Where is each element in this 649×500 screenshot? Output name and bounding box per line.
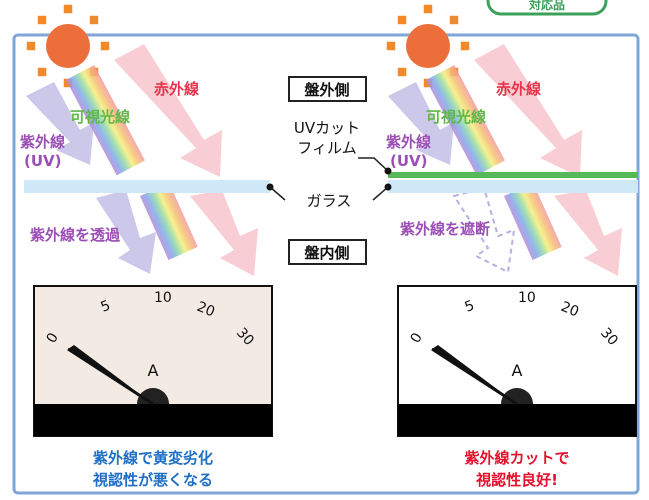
left-meter-unit: A	[148, 361, 159, 380]
film-label-line1: UVカット	[294, 119, 360, 137]
right-caption-line1: 紫外線カットで	[464, 449, 569, 467]
glass-label-group: ガラス	[266, 183, 392, 210]
left-caption-line2: 視認性が悪くなる	[92, 471, 213, 489]
uv-cut-film	[388, 172, 638, 178]
top-badge-label: 対応品	[528, 0, 565, 12]
left-uv-label-line1: 紫外線	[20, 133, 65, 151]
right-visible-arrow-outside	[426, 64, 505, 176]
right-visible-label: 可視光線	[426, 108, 486, 126]
glass-label: ガラス	[307, 192, 352, 210]
film-leader-line	[358, 157, 389, 172]
top-badge: 対応品	[486, 0, 608, 16]
right-uv-label-line1: 紫外線	[386, 133, 431, 151]
right-glass-pane	[388, 180, 638, 193]
left-infrared-label: 赤外線	[154, 80, 199, 98]
left-infrared-arrow-inside	[190, 190, 258, 276]
left-meter-tick-10: 10	[154, 290, 172, 306]
right-infrared-arrow-inside	[554, 190, 622, 276]
inside-label-box: 盤内側	[288, 239, 367, 265]
right-caption-line2: 視認性良好!	[475, 471, 558, 489]
left-glass-pane	[24, 180, 270, 193]
left-uv-label-line2: (UV)	[24, 152, 62, 170]
right-uv-note: 紫外線を遮断	[400, 220, 490, 238]
film-label-line2: フィルム	[297, 139, 356, 157]
left-meter-tick-20: 20	[195, 299, 218, 321]
sun-icon	[386, 4, 470, 88]
left-uv-arrow-inside	[96, 190, 156, 274]
right-meter-tick-10: 10	[518, 290, 536, 306]
right-uv-label-line2: (UV)	[390, 152, 428, 170]
inside-label: 盤内側	[303, 244, 349, 262]
right-uv-arrow-outside	[388, 82, 454, 165]
left-visible-label: 可視光線	[70, 108, 130, 126]
right-infrared-label: 赤外線	[496, 80, 541, 98]
left-visible-arrow-inside	[140, 182, 198, 260]
left-ammeter: 0 5 10 20 30 A	[33, 285, 273, 437]
outside-label: 盤外側	[303, 81, 349, 99]
film-leader-dot	[384, 167, 392, 175]
left-infrared-arrow-outside	[114, 44, 222, 177]
outer-frame	[12, 33, 640, 495]
right-uv-blocked-arrow	[452, 186, 516, 274]
left-caption-line1: 紫外線で黄変劣化	[93, 449, 213, 467]
right-meter-unit: A	[512, 361, 523, 380]
right-infrared-arrow-outside	[474, 44, 582, 177]
right-visible-arrow-inside	[504, 182, 562, 260]
left-uv-note: 紫外線を透過	[30, 226, 121, 244]
left-visible-arrow-outside	[66, 64, 145, 176]
right-ammeter: 0 5 10 20 30 A	[397, 285, 637, 437]
left-uv-arrow-outside	[26, 82, 94, 165]
outside-label-box: 盤外側	[288, 76, 367, 102]
right-meter-tick-20: 20	[559, 299, 582, 321]
